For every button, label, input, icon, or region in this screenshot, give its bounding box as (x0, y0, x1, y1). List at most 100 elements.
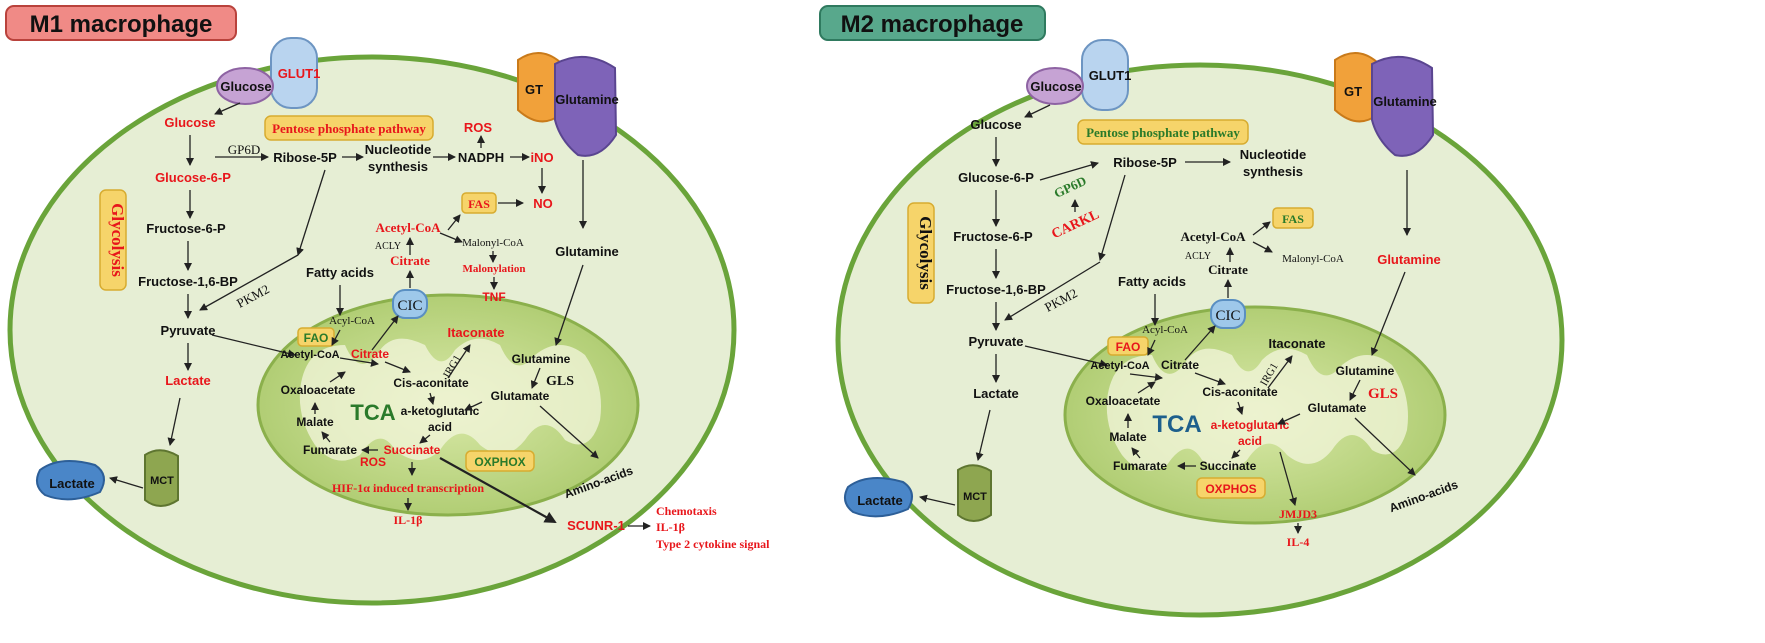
glycolysis-label: Glycolysis (916, 216, 935, 290)
cic-label: CIC (1215, 308, 1240, 324)
succinate: Succinate (1200, 459, 1257, 473)
fas-badge (1272, 207, 1314, 229)
synthesis-label: synthesis (1243, 164, 1303, 179)
ros-top: ROS (464, 120, 493, 135)
citrate: Citrate (351, 347, 389, 361)
glycolysis-badge (99, 189, 127, 291)
il4: IL-4 (1287, 535, 1310, 549)
ribose-5p: Ribose-5P (273, 150, 337, 165)
ppp-label: Pentose phosphate pathway (1086, 125, 1240, 140)
oxphos-label: OXPHOS (1205, 482, 1256, 496)
panel-title: M2 macrophage (841, 11, 1024, 38)
panel-title: M1 macrophage (30, 11, 213, 38)
title-badge (5, 5, 237, 41)
fructose-6-p: Fructose-6-P (146, 221, 226, 236)
hif-transcription: HIF-1α induced transcription (332, 481, 484, 495)
no: NO (533, 196, 553, 211)
lactate-out: Lactate (35, 460, 105, 501)
acyl-coa: Acyl-CoA (1142, 324, 1188, 336)
malate: Malate (1109, 430, 1147, 444)
lactate-out-label: Lactate (49, 476, 95, 491)
cic-transporter: CIC (1210, 299, 1246, 329)
glut1-label: GLUT1 (278, 66, 321, 81)
transporter-glucose-label: Glucose (220, 79, 271, 94)
output-il1b: IL-1β (656, 520, 685, 534)
glutamine-mid: Glutamine (1377, 252, 1441, 267)
fumarate: Fumarate (1113, 459, 1167, 473)
glut1-label: GLUT1 (1089, 68, 1132, 83)
cic-label: CIC (397, 298, 422, 314)
fructose-6-p: Fructose-6-P (953, 229, 1033, 244)
fructose-1-6-bp: Fructose-1,6-BP (946, 282, 1046, 297)
acyl-coa: Acyl-CoA (329, 315, 375, 327)
glut1-transporter: Glucose GLUT1 (216, 37, 321, 109)
gt-transporter: GT Glutamine (1334, 52, 1437, 157)
glucose: Glucose (164, 115, 215, 130)
lactate-out-label: Lactate (857, 493, 903, 508)
glucose-6-p: Glucose-6-P (155, 170, 231, 185)
gls-label: GLS (1368, 386, 1398, 402)
acetyl-coa: Acetyl-CoA (1090, 360, 1149, 372)
transporter-glutamine-label: Glutamine (1373, 94, 1437, 109)
fao-label: FAO (1116, 340, 1141, 354)
citrate-top: Citrate (1208, 262, 1248, 277)
gt-label: GT (525, 82, 543, 97)
acetyl-coa-top: Acetyl-CoA (376, 220, 442, 235)
acly-label: ACLY (375, 241, 401, 252)
mct-transporter: MCT (144, 449, 179, 507)
fas-badge (461, 192, 497, 214)
transporter-glucose-label: Glucose (1030, 79, 1081, 94)
ribose-5p: Ribose-5P (1113, 155, 1177, 170)
mct-transporter: MCT (957, 464, 992, 522)
cic-transporter: CIC (392, 289, 428, 319)
nucleotide-label: Nucleotide (365, 142, 431, 157)
oxaloacetate: Oxaloacetate (1086, 394, 1161, 408)
transporter-glutamine-label: Glutamine (555, 92, 619, 107)
ino: iNO (530, 150, 553, 165)
a-ketoglutaric-line1: a-ketoglutaric (401, 404, 480, 418)
ros-label: ROS (360, 455, 386, 469)
ppp-badge (1077, 119, 1249, 145)
gls-label: GLS (546, 374, 574, 389)
title-badge (819, 5, 1046, 41)
cis-aconitate: Cis-aconitate (393, 376, 469, 390)
glutamate: Glutamate (491, 389, 550, 403)
succinate: Succinate (384, 443, 441, 457)
fructose-1-6-bp: Fructose-1,6-BP (138, 274, 238, 289)
fao-label: FAO (304, 331, 329, 345)
itaconate: Itaconate (1268, 336, 1325, 351)
lactate: Lactate (165, 373, 211, 388)
mct-label: MCT (150, 475, 174, 487)
tca-label: TCA (350, 400, 395, 425)
glucose: Glucose (970, 117, 1021, 132)
glutamine-mid: Glutamine (555, 244, 619, 259)
mitochondrion (1063, 305, 1447, 525)
ppp-label: Pentose phosphate pathway (272, 121, 426, 136)
il1b: IL-1β (394, 513, 423, 527)
gt-transporter: GT Glutamine (517, 52, 619, 157)
glucose-6-p: Glucose-6-P (958, 170, 1034, 185)
fumarate: Fumarate (303, 443, 357, 457)
glycolysis-label: Glycolysis (108, 203, 127, 277)
oxaloacetate: Oxaloacetate (281, 383, 356, 397)
fas-label: FAS (1282, 212, 1304, 226)
mct-label: MCT (963, 491, 987, 503)
a-ketoglutaric-line1: a-ketoglutaric (1211, 418, 1290, 432)
glutamine-mito: Glutamine (1336, 364, 1395, 378)
ppp-badge (264, 115, 434, 141)
nadph: NADPH (458, 150, 504, 165)
glycolysis-badge (907, 202, 935, 304)
glut1-transporter: Glucose GLUT1 (1026, 39, 1132, 111)
malate: Malate (296, 415, 334, 429)
scunr1: SCUNR-1 (567, 518, 625, 533)
mitochondrion (256, 293, 640, 517)
acly-label: ACLY (1185, 251, 1211, 262)
a-ketoglutaric-line2: acid (1238, 434, 1262, 448)
malonyl-coa: Malonyl-CoA (1282, 253, 1344, 265)
tnf: TNF (482, 290, 505, 304)
pyruvate: Pyruvate (969, 334, 1024, 349)
output-type2: Type 2 cytokine signal (656, 537, 770, 551)
citrate-top: Citrate (390, 253, 430, 268)
fas-label: FAS (468, 197, 490, 211)
fatty-acids: Fatty acids (306, 265, 374, 280)
